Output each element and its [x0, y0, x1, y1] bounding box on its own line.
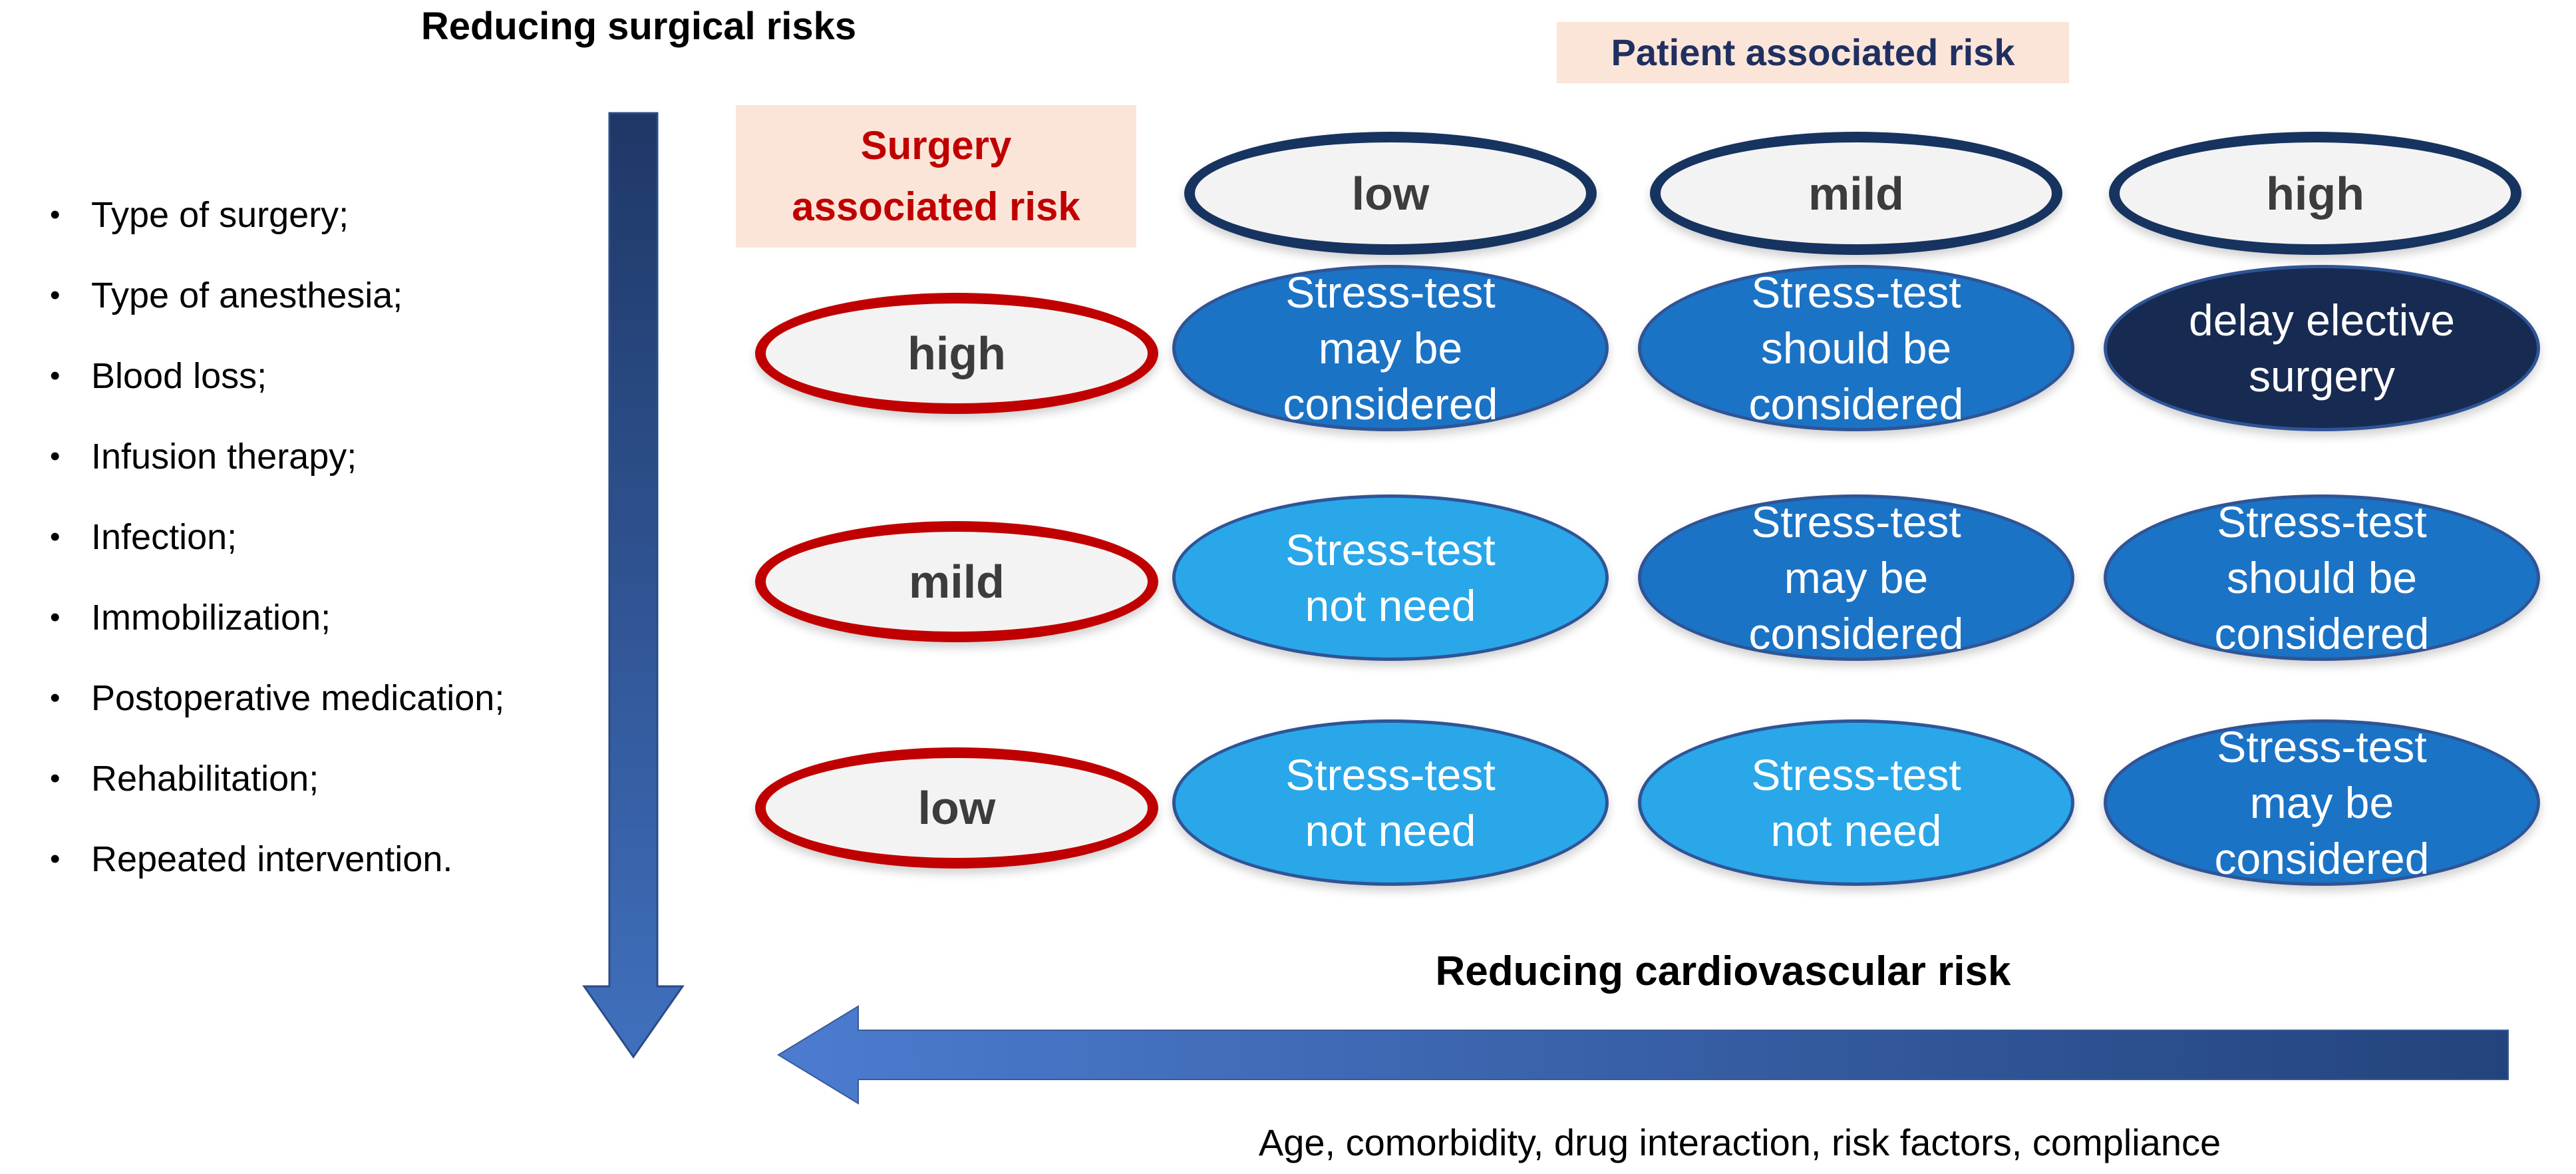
row-header-low: low: [755, 747, 1158, 869]
list-item: • Infection;: [50, 516, 504, 597]
cell-line: Stress-test: [1285, 525, 1496, 574]
cell-line: Stress-test: [2217, 722, 2427, 771]
row-header-label: mild: [909, 556, 1005, 608]
matrix-cell-r3c2: Stress-test not need: [1638, 719, 2074, 886]
cell-line: considered: [2214, 834, 2430, 883]
column-header-label: high: [2266, 167, 2364, 220]
list-item-text: Immobilization;: [91, 598, 331, 638]
page-title: Reducing surgical risks: [420, 5, 857, 48]
bullet-icon: •: [50, 682, 61, 714]
matrix-cell-r3c3: Stress-test may be considered: [2104, 719, 2540, 886]
surgery-axis-label-line1: Surgery: [860, 123, 1012, 168]
cell-line: considered: [1748, 609, 1964, 658]
list-item: • Rehabilitation;: [50, 758, 504, 839]
cell-line: should be: [2226, 553, 2418, 602]
cell-line: Stress-test: [1285, 268, 1496, 317]
surgery-axis-label-line2: associated risk: [792, 184, 1080, 229]
matrix-cell-r2c1: Stress-test not need: [1172, 494, 1609, 661]
matrix-cell-r3c1: Stress-test not need: [1172, 719, 1609, 886]
surgery-axis-label: Surgery associated risk: [736, 105, 1136, 248]
list-item: • Postoperative medication;: [50, 678, 504, 758]
left-arrow: [777, 1005, 2509, 1105]
bullet-icon: •: [50, 359, 61, 392]
list-item: • Type of surgery;: [50, 194, 504, 275]
row-header-label: high: [907, 327, 1006, 379]
column-header-high: high: [2109, 132, 2521, 255]
surgical-risk-list: • Type of surgery; • Type of anesthesia; •…: [50, 194, 504, 919]
bullet-icon: •: [50, 279, 61, 311]
row-header-high: high: [755, 293, 1158, 414]
cell-line: considered: [1283, 379, 1498, 429]
list-item-text: Repeated intervention.: [91, 839, 453, 879]
list-item-text: Postoperative medication;: [91, 678, 505, 718]
cell-line: Stress-test: [1285, 750, 1496, 799]
matrix-cell-r1c2: Stress-test should be considered: [1638, 265, 2074, 431]
matrix-cell-r2c2: Stress-test may be considered: [1638, 494, 2074, 661]
list-item: • Infusion therapy;: [50, 436, 504, 516]
list-item-text: Blood loss;: [91, 356, 267, 396]
cell-line: may be: [2249, 778, 2394, 827]
list-item-text: Type of surgery;: [91, 195, 349, 235]
cell-line: surgery: [2248, 351, 2396, 401]
patient-axis-label: Patient associated risk: [1557, 22, 2069, 83]
list-item-text: Type of anesthesia;: [91, 276, 403, 315]
matrix-cell-r1c1: Stress-test may be considered: [1172, 265, 1609, 431]
cell-line: not need: [1770, 806, 1942, 855]
column-header-label: low: [1351, 167, 1430, 220]
bullet-icon: •: [50, 198, 61, 231]
cell-line: should be: [1760, 323, 1952, 373]
bullet-icon: •: [50, 762, 61, 795]
list-item-text: Infusion therapy;: [91, 437, 357, 477]
list-item-text: Rehabilitation;: [91, 759, 319, 799]
column-header-low: low: [1184, 132, 1597, 255]
matrix-cell-r1c3: delay elective surgery: [2104, 265, 2540, 431]
bullet-icon: •: [50, 601, 61, 634]
list-item-text: Infection;: [91, 517, 238, 557]
cell-line: Stress-test: [2217, 497, 2427, 546]
down-arrow: [582, 112, 685, 1059]
bullet-icon: •: [50, 843, 61, 875]
column-header-label: mild: [1808, 167, 1904, 220]
cell-line: Stress-test: [1751, 268, 1961, 317]
patient-axis-label-text: Patient associated risk: [1611, 31, 2015, 73]
list-item: • Repeated intervention.: [50, 839, 504, 919]
row-header-mild: mild: [755, 521, 1158, 642]
cell-line: may be: [1784, 553, 1929, 602]
column-header-mild: mild: [1650, 132, 2062, 255]
bullet-icon: •: [50, 440, 61, 473]
list-item: • Immobilization;: [50, 597, 504, 678]
cell-line: delay elective: [2189, 295, 2455, 345]
cell-line: not need: [1305, 806, 1476, 855]
row-header-label: low: [917, 782, 996, 834]
cell-line: considered: [1748, 379, 1964, 429]
cell-line: not need: [1305, 581, 1476, 630]
cell-line: Stress-test: [1751, 497, 1961, 546]
bottom-caption: Age, comorbidity, drug interaction, risk…: [1258, 1121, 2221, 1163]
cell-line: considered: [2214, 609, 2430, 658]
cardiovascular-risk-title: Reducing cardiovascular risk: [1435, 948, 2011, 994]
matrix-cell-r2c3: Stress-test should be considered: [2104, 494, 2540, 661]
cell-line: may be: [1318, 323, 1463, 373]
list-item: • Type of anesthesia;: [50, 275, 504, 355]
bullet-icon: •: [50, 520, 61, 553]
cell-line: Stress-test: [1751, 750, 1961, 799]
list-item: • Blood loss;: [50, 355, 504, 436]
